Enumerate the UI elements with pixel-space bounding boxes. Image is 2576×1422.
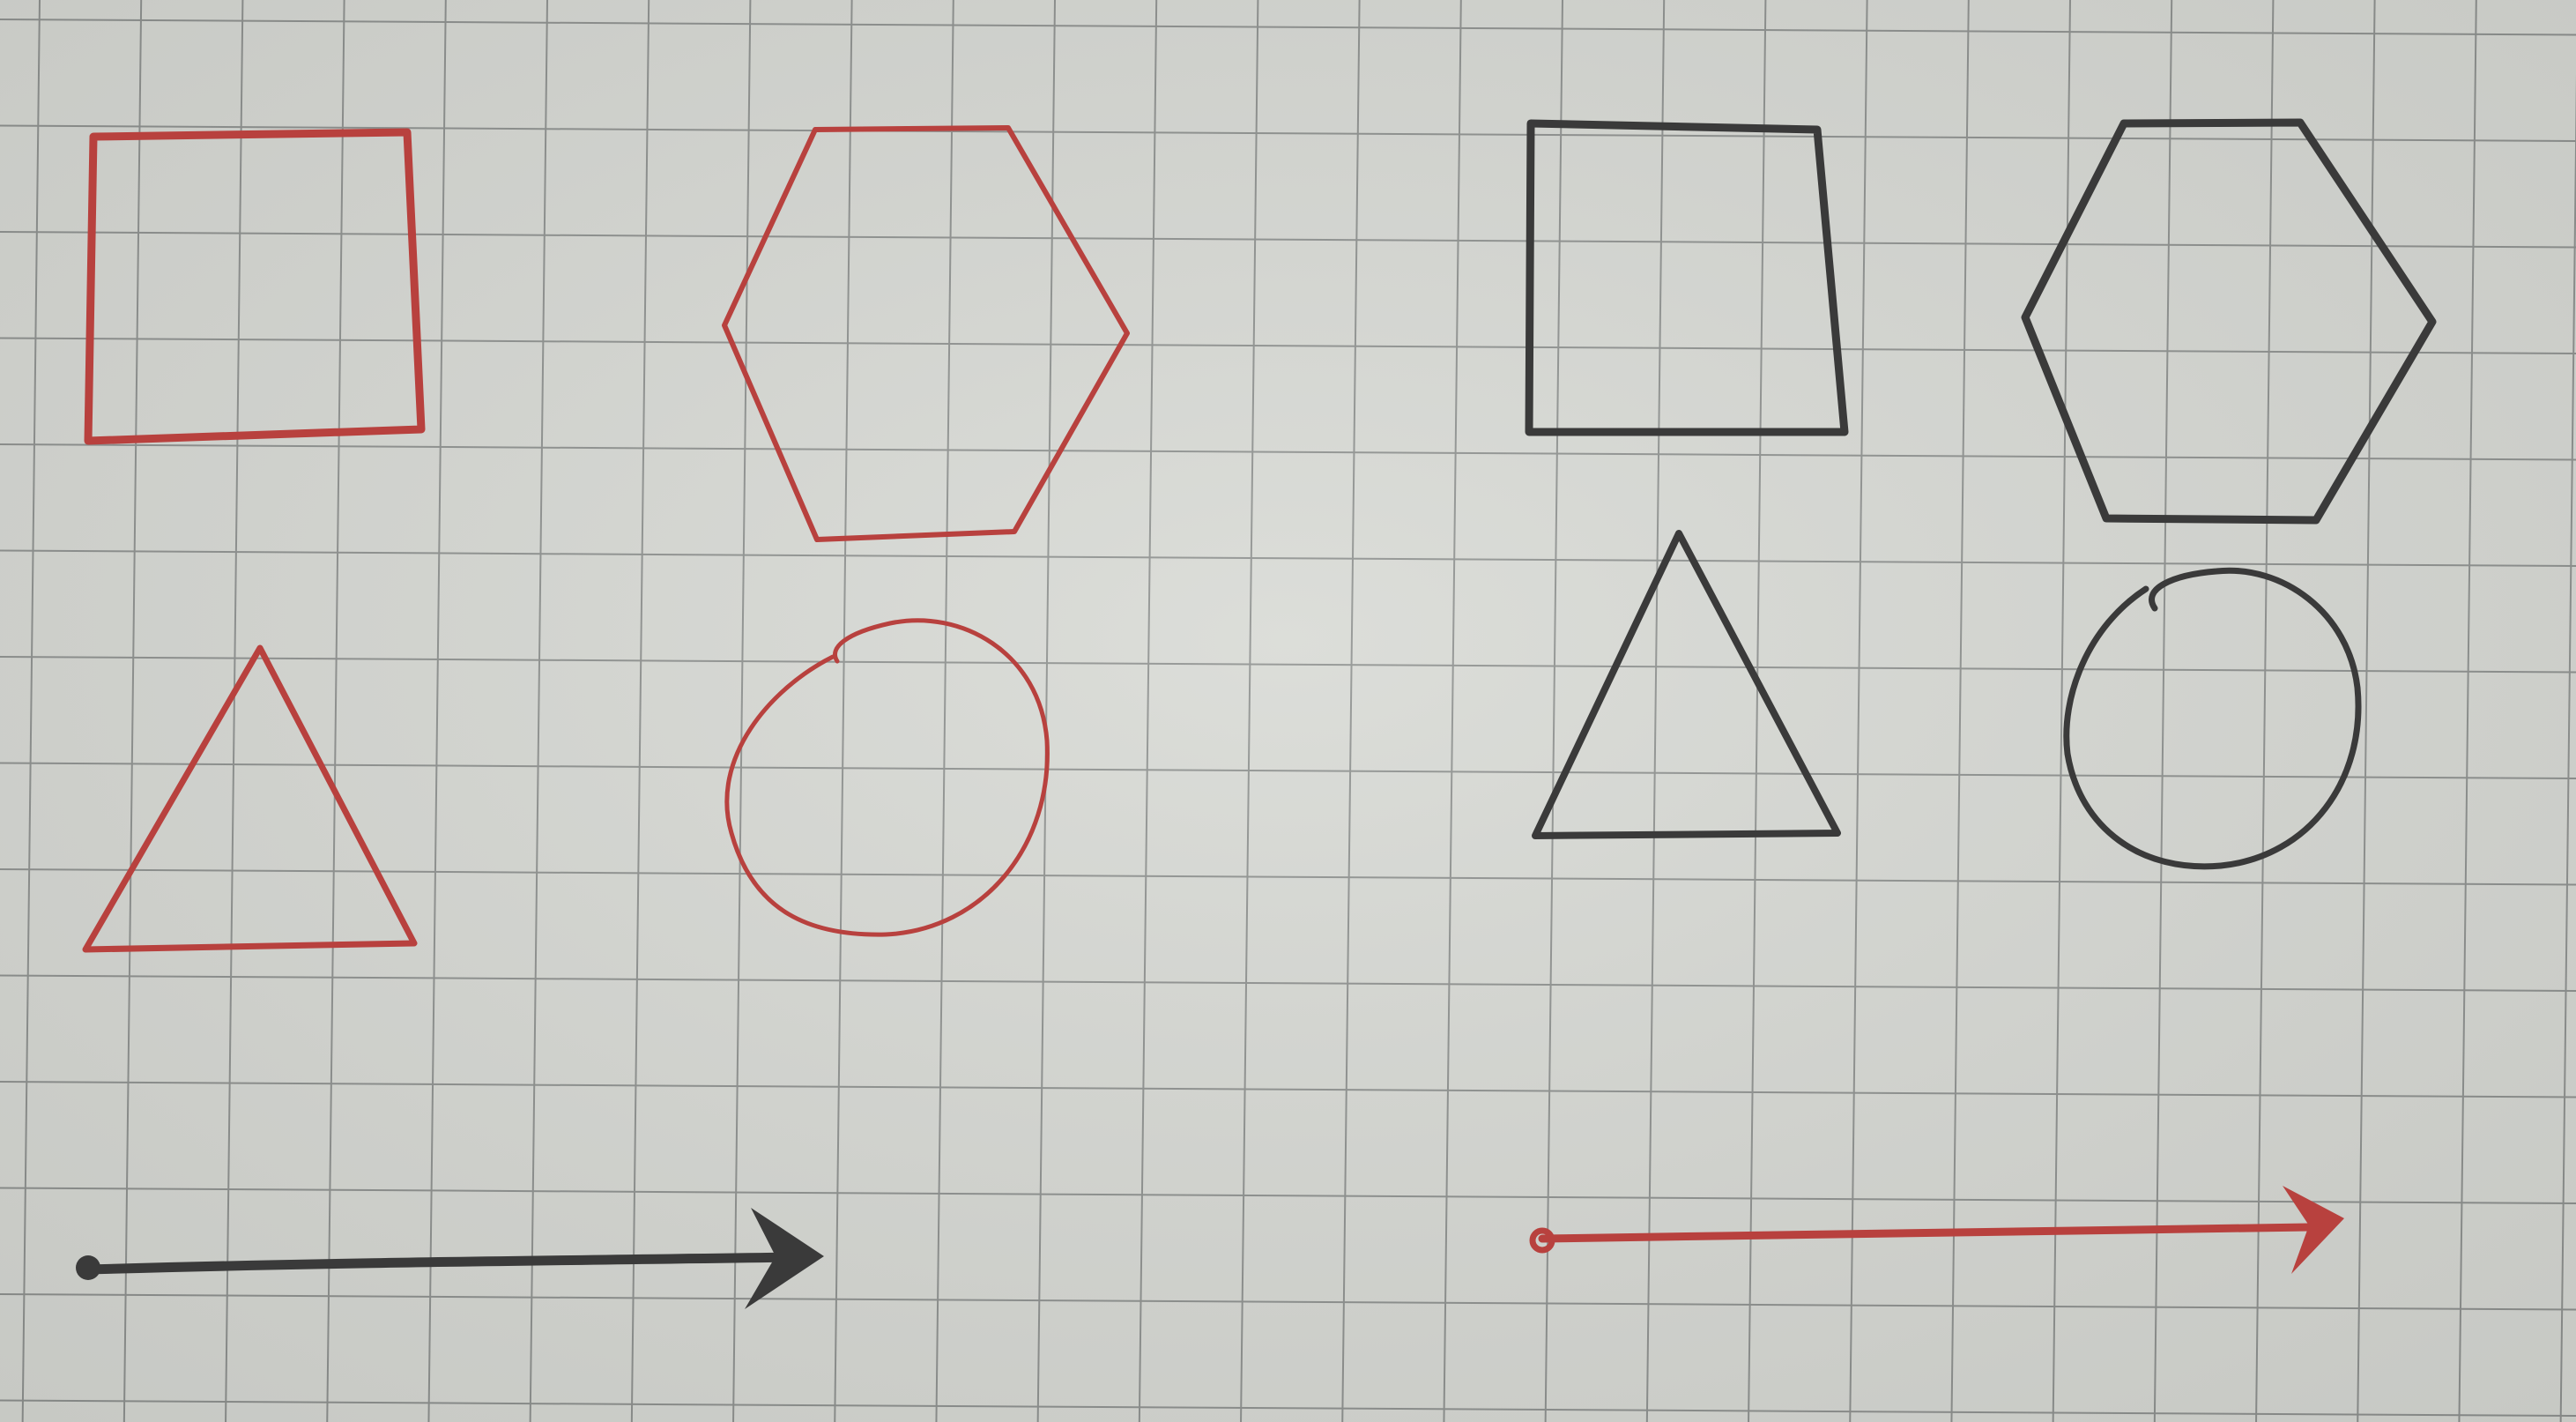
black-circle — [2063, 567, 2362, 870]
red-circle — [724, 618, 1050, 937]
red-square — [84, 128, 426, 445]
red-triangle — [82, 644, 418, 953]
red-hexagon — [722, 125, 1130, 542]
black-triangle — [1532, 530, 1841, 839]
black-arrow — [76, 1208, 824, 1309]
black-square — [1525, 119, 1849, 436]
red-arrow — [1529, 1186, 2344, 1274]
black-hexagon — [2021, 118, 2437, 525]
